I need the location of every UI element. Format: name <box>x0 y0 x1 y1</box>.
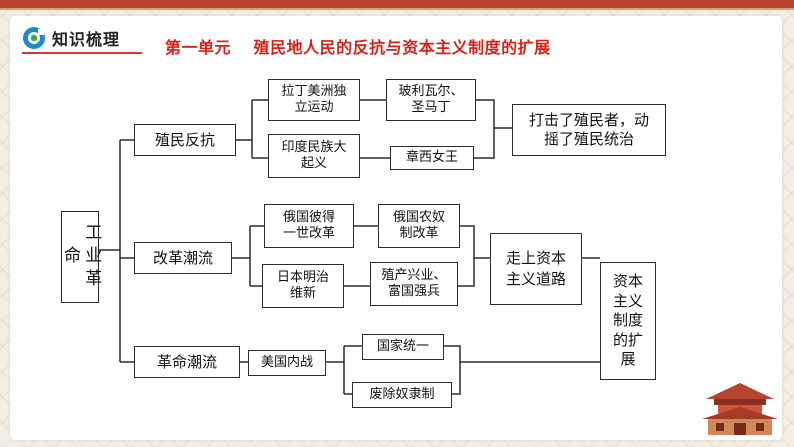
node-final: 资本主义制度的扩展 <box>600 262 656 380</box>
branch-reform: 改革潮流 <box>134 242 232 274</box>
node-russia-reform: 俄国彼得一世改革 <box>264 204 354 248</box>
unit-title: 第一单元 殖民地人民的反抗与资本主义制度的扩展 <box>165 38 551 57</box>
node-unification: 国家统一 <box>362 334 444 360</box>
node-india: 印度民族大起义 <box>268 134 360 178</box>
palace-icon <box>702 383 778 435</box>
node-industry: 殖产兴业、富国强兵 <box>370 262 458 306</box>
node-us-civil-war: 美国内战 <box>248 350 326 376</box>
section-title: 知识梳理 <box>52 30 121 49</box>
node-bolivar: 玻利瓦尔、圣马丁 <box>386 79 476 121</box>
top-bar <box>0 0 794 8</box>
node-serf-reform: 俄国农奴制改革 <box>378 204 460 248</box>
branch-revolution: 革命潮流 <box>134 346 240 378</box>
node-root: 工业革命 <box>60 211 101 303</box>
branch-colonial-resistance: 殖民反抗 <box>134 124 236 156</box>
node-abolition: 废除奴隶制 <box>352 382 452 408</box>
node-latin-america: 拉丁美洲独立运动 <box>268 79 360 121</box>
top-bar-accent <box>0 8 794 10</box>
node-meiji: 日本明治维新 <box>262 264 344 308</box>
node-colonial-result: 打击了殖民者，动摇了殖民统治 <box>512 104 666 156</box>
title-underline <box>22 52 142 54</box>
node-zhangxi: 章西女王 <box>390 146 474 170</box>
logo-icon <box>23 27 45 49</box>
node-capitalism-path: 走上资本主义道路 <box>490 233 582 305</box>
